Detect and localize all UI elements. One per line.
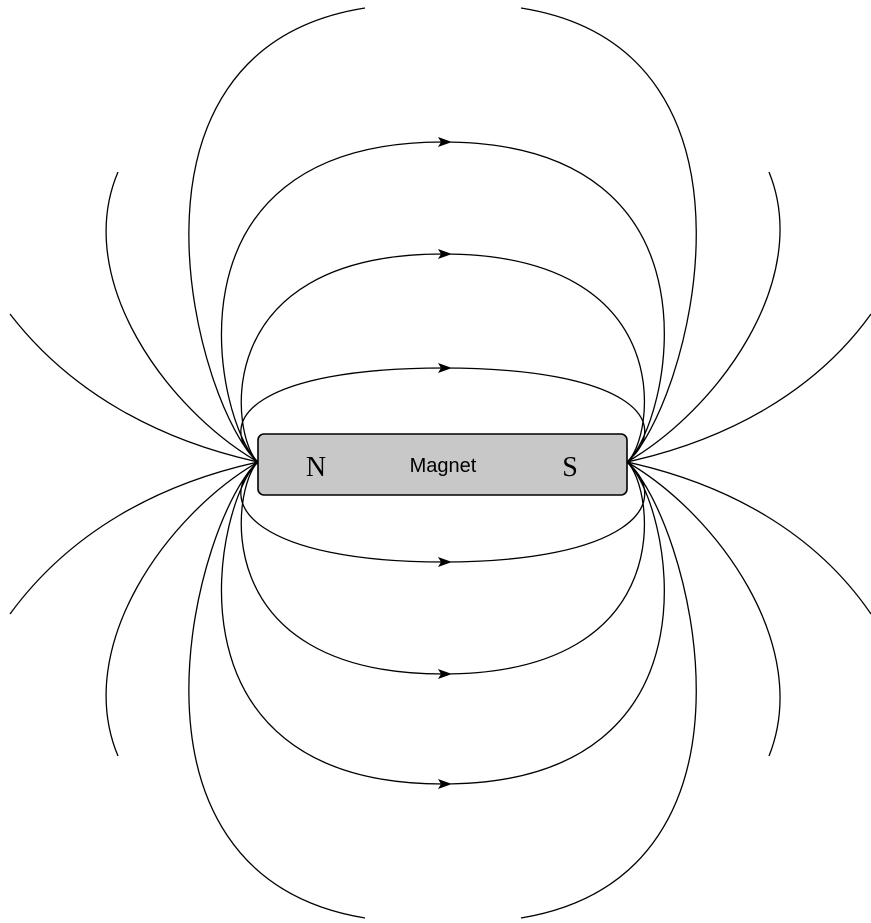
field-line-lower-9 (627, 462, 871, 614)
north-pole-label: N (306, 452, 326, 483)
field-line-upper-4 (189, 8, 365, 462)
field-line-upper-7 (627, 172, 780, 462)
field-line-lower-6 (106, 462, 258, 756)
field-line-lower-3 (221, 462, 664, 784)
field-line-lower-4 (189, 462, 365, 918)
lower-field-lines (10, 462, 871, 918)
field-line-upper-2 (241, 254, 644, 462)
upper-field-lines (10, 8, 871, 462)
field-line-upper-3 (221, 142, 664, 462)
magnet-name-label: Magnet (410, 455, 477, 477)
field-line-upper-5 (521, 8, 696, 462)
south-pole-label: S (562, 452, 578, 483)
field-line-lower-5 (521, 462, 696, 918)
bar-magnet: N Magnet S (258, 434, 627, 495)
field-line-lower-7 (627, 462, 780, 756)
